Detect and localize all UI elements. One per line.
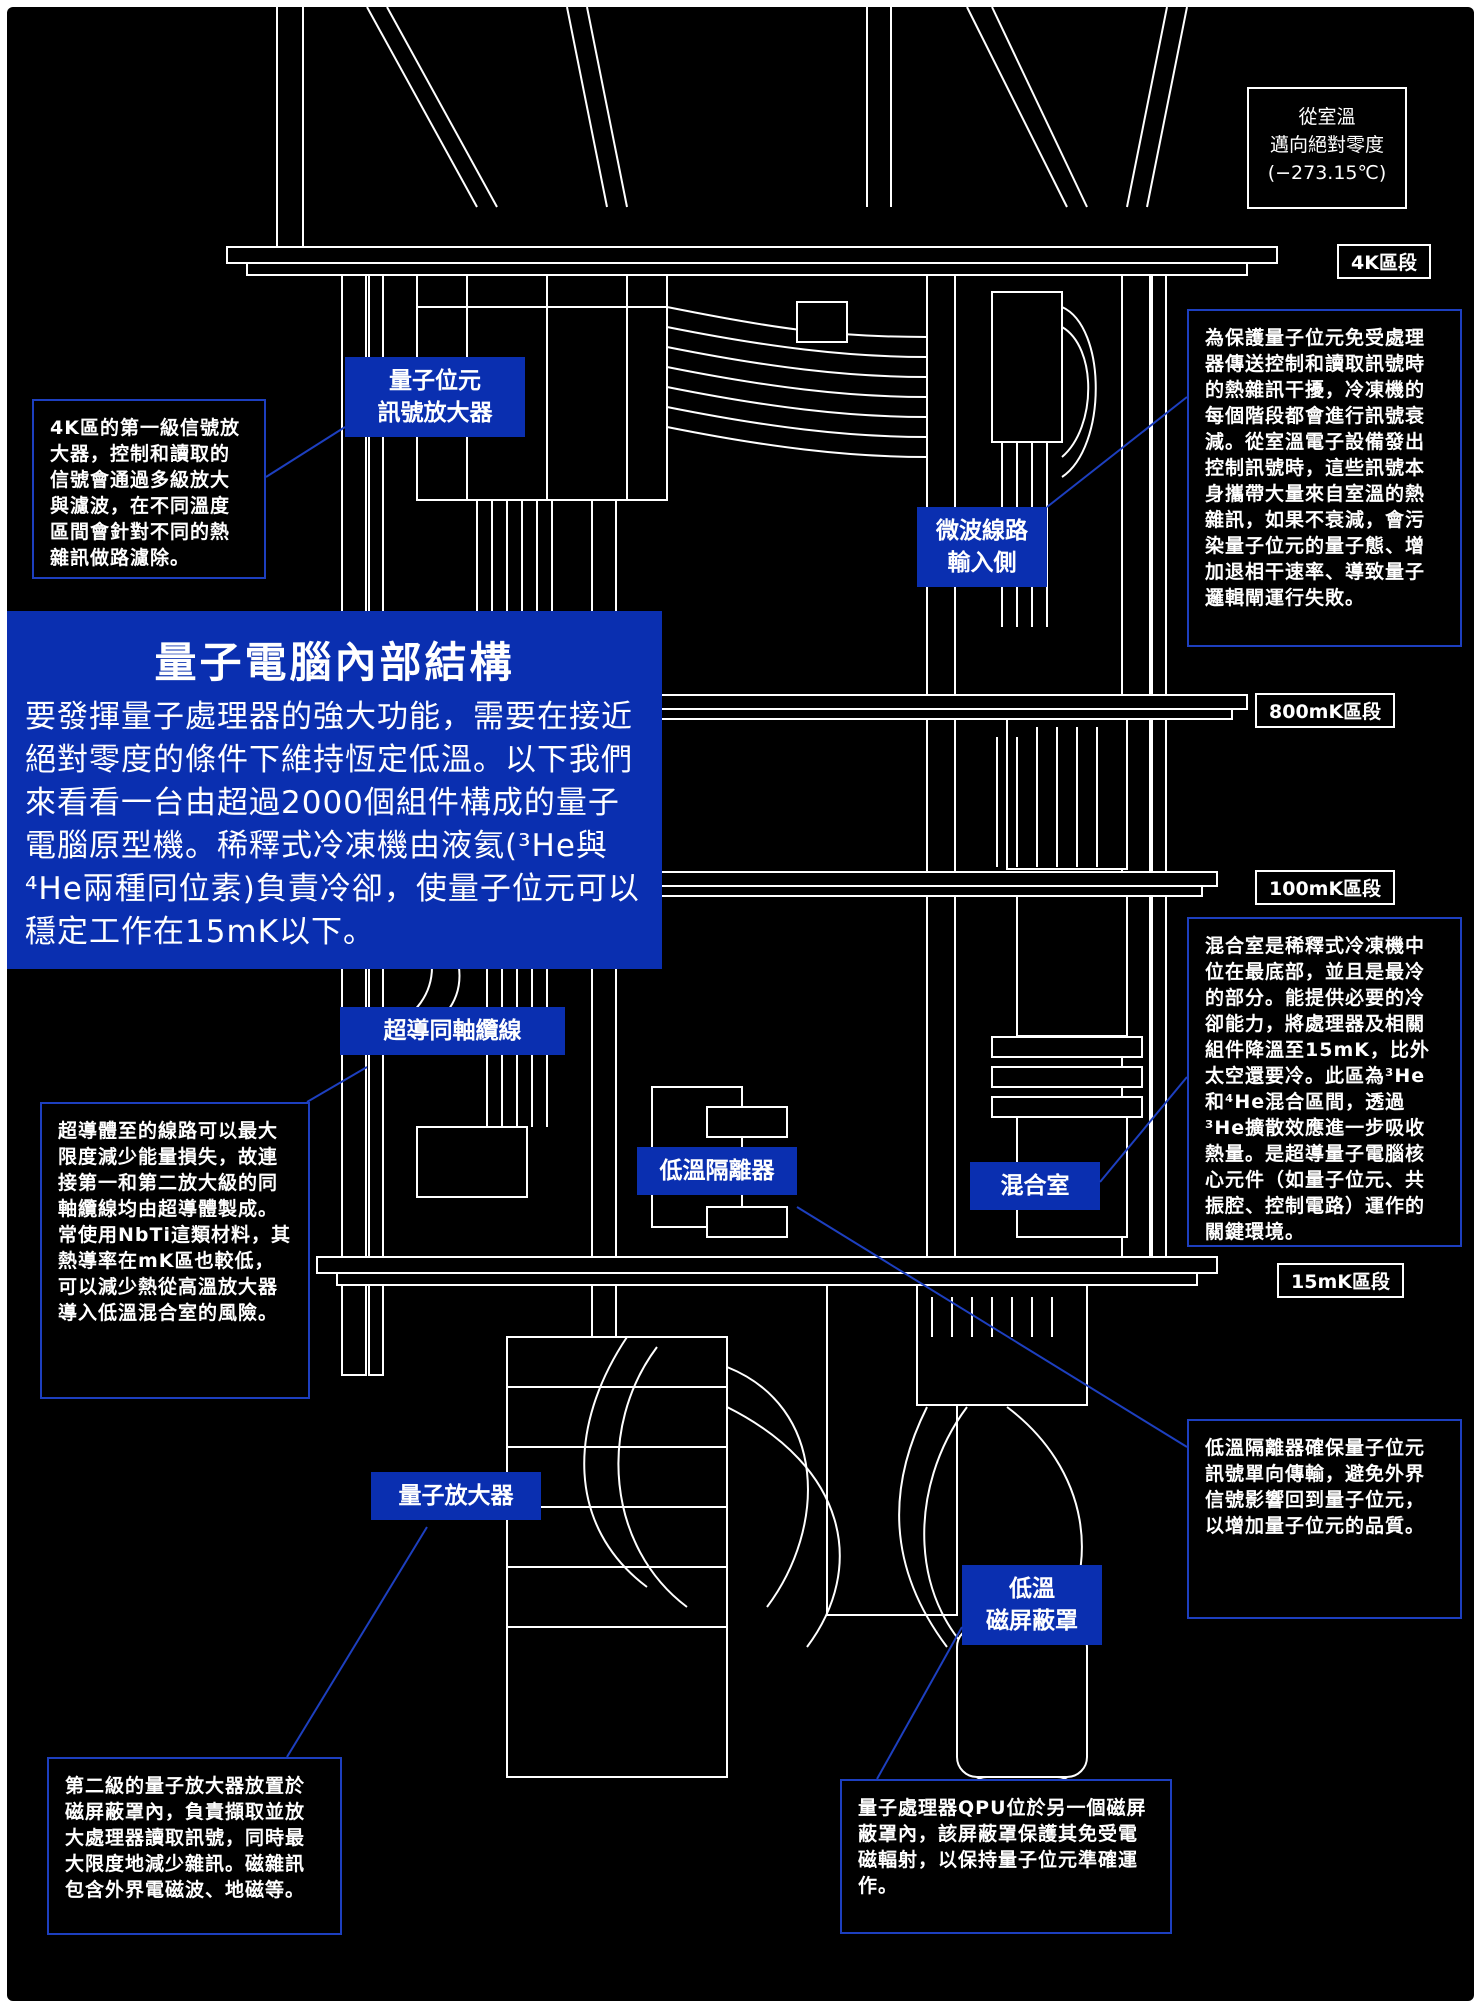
note-first-stage-amplifier: 4K區的第一級信號放大器，控制和讀取的信號會通過多級放大與濾波，在不同溫度區間會… <box>32 399 266 579</box>
stage-800mk-label: 800mK區段 <box>1255 693 1396 728</box>
infographic-frame: 量子電腦內部結構 要發揮量子處理器的強大功能，需要在接近絕對零度的條件下維持恆定… <box>7 7 1474 2001</box>
tag-qubit-signal-amplifier: 量子位元 訊號放大器 <box>345 357 525 437</box>
temperature-range-label: 從室溫 邁向絕對零度 (−273.15℃) <box>1247 87 1407 209</box>
note-superconducting-cable: 超導體至的線路可以最大限度減少能量損失，故連接第一和第二放大級的同軸纜線均由超導… <box>40 1102 310 1399</box>
tag-quantum-amplifier: 量子放大器 <box>371 1472 541 1520</box>
note-cryo-isolator: 低溫隔離器確保量子位元訊號單向傳輸，避免外界信號影響回到量子位元，以增加量子位元… <box>1187 1419 1462 1619</box>
page-title: 量子電腦內部結構 <box>154 638 515 687</box>
callout-lines <box>265 396 1188 1780</box>
stage-4k-label: 4K區段 <box>1337 244 1431 279</box>
note-second-stage-amplifier: 第二級的量子放大器放置於磁屏蔽罩內，負責擷取並放大處理器讀取訊號，同時最大限度地… <box>47 1757 342 1935</box>
corner-line-2: 邁向絕對零度 <box>1269 134 1384 156</box>
note-signal-attenuation: 為保護量子位元免受處理器傳送控制和讀取訊號時的熱雜訊干擾，冷凍機的每個階段都會進… <box>1187 309 1462 647</box>
intro-text: 要發揮量子處理器的強大功能，需要在接近絕對零度的條件下維持恆定低溫。以下我們來看… <box>25 699 640 950</box>
tag-mixing-chamber: 混合室 <box>970 1162 1100 1210</box>
note-mixing-chamber: 混合室是稀釋式冷凍機中位在最底部，並且是最冷的部分。能提供必要的冷卻能力，將處理… <box>1187 917 1462 1247</box>
tag-microwave-input: 微波線路 輸入側 <box>917 507 1047 587</box>
tag-superconducting-coax: 超導同軸纜線 <box>340 1007 565 1055</box>
corner-line-1: 從室溫 <box>1298 106 1356 128</box>
corner-line-3: (−273.15℃) <box>1267 162 1387 184</box>
tag-cryo-isolator: 低溫隔離器 <box>637 1147 797 1195</box>
stage-100mk-label: 100mK區段 <box>1255 870 1396 905</box>
stage-15mk-label: 15mK區段 <box>1277 1263 1404 1298</box>
intro-panel: 量子電腦內部結構 要發揮量子處理器的強大功能，需要在接近絕對零度的條件下維持恆定… <box>7 611 662 969</box>
note-qpu-shield: 量子處理器QPU位於另一個磁屏蔽罩內，該屏蔽罩保護其免受電磁輻射，以保持量子位元… <box>840 1779 1172 1934</box>
tag-cryo-magnetic-shield: 低溫 磁屏蔽罩 <box>962 1565 1102 1645</box>
